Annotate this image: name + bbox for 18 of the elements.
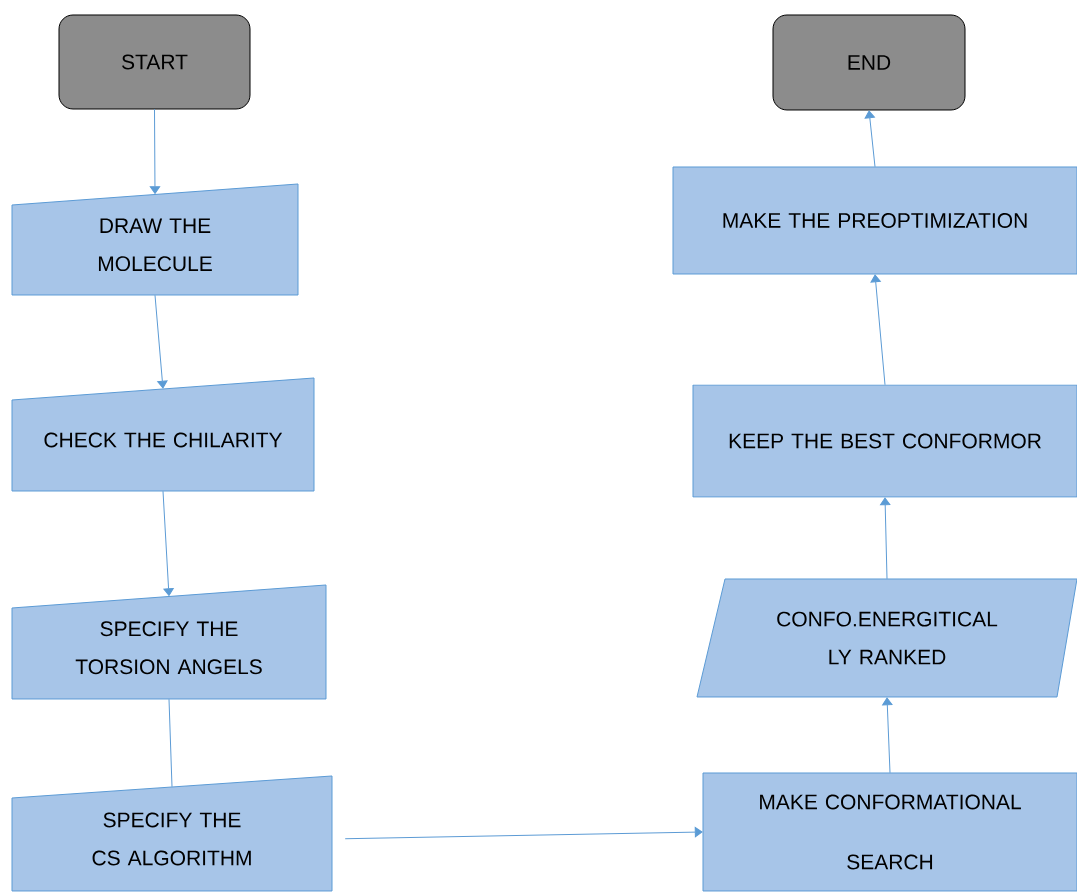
arrow — [880, 497, 891, 580]
arrow — [154, 294, 168, 389]
manual-input-box: SPECIFY THE TORSION ANGELS — [11, 584, 327, 700]
process-box: MAKE THE PREOPTIMIZATION — [672, 166, 1077, 275]
manual-input-box: SPECIFY THE CS ALGORITHM — [11, 775, 333, 892]
arrow — [344, 826, 703, 840]
arrow — [149, 108, 161, 194]
manual-input-box: CHECK THE CHILARITY — [11, 377, 315, 492]
arrow — [882, 697, 893, 774]
process-box: KEEP THE BEST CONFORMOR — [692, 384, 1077, 498]
arrow — [162, 490, 174, 596]
arrow — [870, 274, 886, 386]
process-box: MAKE CONFORMATIONAL SEARCH — [702, 772, 1077, 892]
manual-input-box: DRAW THE MOLECULE — [11, 183, 299, 296]
arrow — [864, 110, 876, 168]
terminal-box: START — [58, 14, 251, 110]
terminal-box: END — [772, 14, 966, 111]
data-parallelogram: CONFO.ENERGITICAL LY RANKED — [696, 578, 1077, 698]
